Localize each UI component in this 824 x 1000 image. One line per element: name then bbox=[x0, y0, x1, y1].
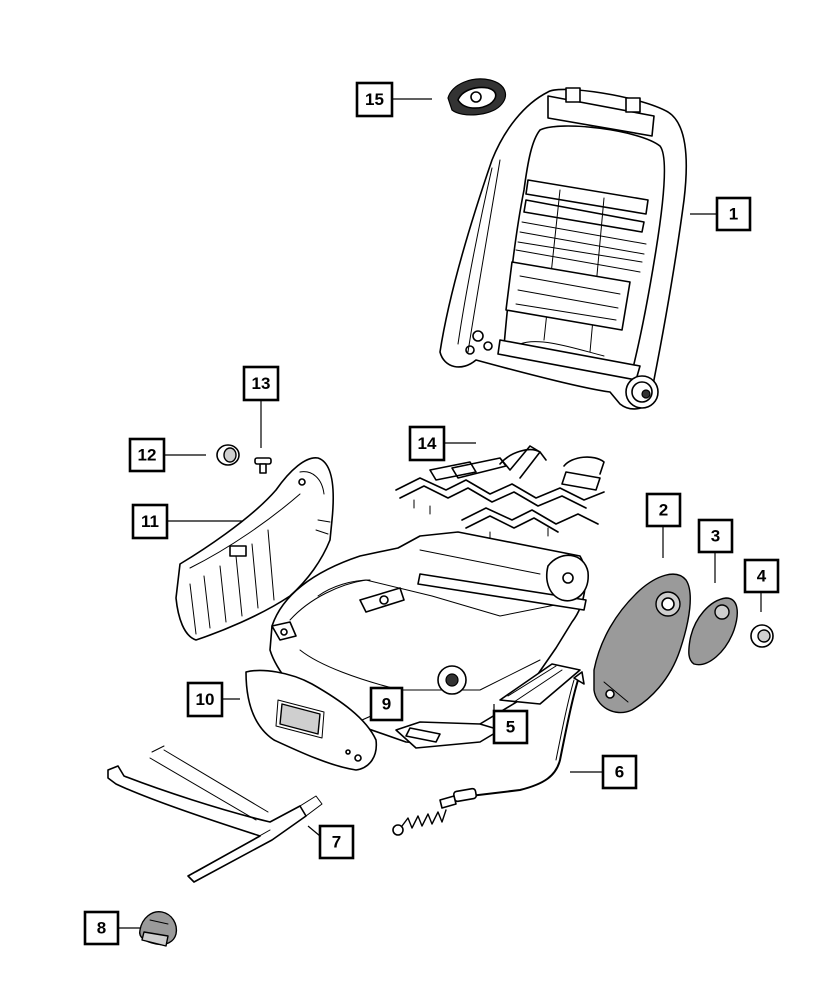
callout-12-label: 12 bbox=[138, 446, 157, 465]
callout-9: 9 bbox=[361, 686, 404, 722]
part-6-cable-drawing bbox=[392, 671, 585, 836]
part-7-tube-drawing bbox=[107, 745, 323, 883]
callout-5-label: 5 bbox=[506, 718, 515, 737]
callout-11-label: 11 bbox=[141, 512, 159, 531]
part-8-clip-drawing bbox=[139, 911, 178, 947]
callout-1-label: 1 bbox=[729, 205, 738, 224]
callout-4: 4 bbox=[743, 558, 780, 612]
callout-15: 15 bbox=[355, 81, 432, 118]
callout-7: 7 bbox=[307, 824, 355, 860]
part-4-cap-drawing bbox=[750, 624, 774, 648]
callout-11: 11 bbox=[131, 503, 242, 540]
callout-15-label: 15 bbox=[365, 90, 384, 109]
part-12-grommet-drawing bbox=[216, 444, 240, 466]
callout-3-label: 3 bbox=[711, 527, 720, 546]
part-2-side-shield-drawing bbox=[593, 573, 691, 714]
part-11-side-shield-drawing bbox=[175, 457, 335, 641]
callout-2-label: 2 bbox=[659, 501, 668, 520]
callout-3: 3 bbox=[697, 518, 734, 583]
part-14-seat-springs-drawing bbox=[395, 445, 605, 541]
callout-12: 12 bbox=[128, 437, 206, 473]
callout-14-label: 14 bbox=[418, 434, 437, 453]
callout-6-label: 6 bbox=[615, 763, 624, 782]
callout-8: 8 bbox=[83, 910, 140, 946]
callout-2: 2 bbox=[645, 492, 682, 558]
part-10-front-trim-drawing bbox=[245, 669, 378, 771]
part-15-drawing bbox=[447, 78, 507, 116]
callout-7-label: 7 bbox=[332, 833, 341, 852]
callout-1: 1 bbox=[690, 196, 752, 232]
callout-4-label: 4 bbox=[757, 567, 767, 586]
part-1-seatback-frame-drawing bbox=[439, 87, 688, 410]
callout-8-label: 8 bbox=[97, 919, 106, 938]
callout-10-label: 10 bbox=[196, 690, 215, 709]
callout-5: 5 bbox=[492, 704, 529, 745]
callout-6: 6 bbox=[570, 754, 638, 790]
part-13-screw-drawing bbox=[254, 457, 272, 474]
callout-13-label: 13 bbox=[252, 374, 271, 393]
part-3-knob-cover-drawing bbox=[688, 597, 738, 666]
callout-9-label: 9 bbox=[382, 695, 391, 714]
callout-14: 14 bbox=[408, 425, 476, 462]
callout-10: 10 bbox=[186, 681, 240, 718]
callout-13: 13 bbox=[242, 365, 280, 448]
